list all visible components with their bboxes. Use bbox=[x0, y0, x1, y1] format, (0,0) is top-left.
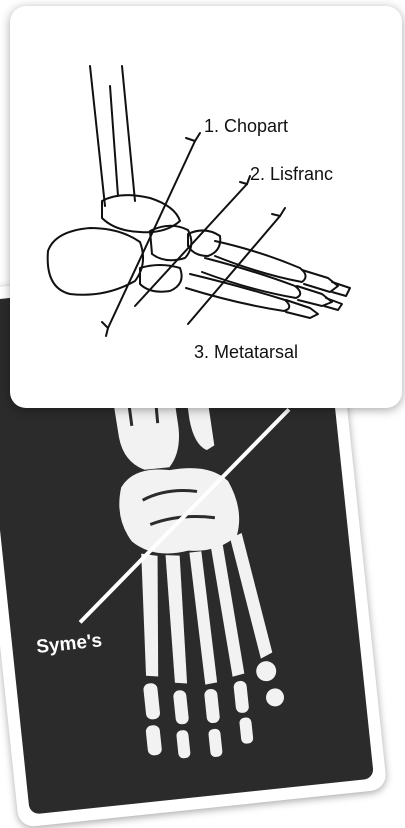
tibia-outline-right bbox=[122, 66, 135, 201]
metatarsal-line bbox=[188, 208, 285, 324]
metatarsal-1 bbox=[133, 552, 170, 678]
metatarsal-3-outline bbox=[186, 274, 289, 311]
chopart-line bbox=[102, 133, 200, 336]
amputation-levels-card: 1. Chopart 2. Lisfranc 3. Metatarsal bbox=[10, 6, 402, 408]
symes-line bbox=[60, 409, 309, 622]
phalanx-3 bbox=[286, 300, 318, 318]
lisfranc-label: 2. Lisfranc bbox=[250, 164, 333, 185]
metatarsal-3 bbox=[189, 551, 217, 685]
fibula-line bbox=[110, 86, 118, 196]
metatarsal-2 bbox=[162, 554, 193, 685]
lisfranc-line bbox=[135, 176, 250, 306]
chopart-label: 1. Chopart bbox=[204, 116, 288, 137]
phalanx-2 bbox=[297, 286, 332, 306]
metatarsal-label: 3. Metatarsal bbox=[194, 342, 298, 363]
tibia-outline-left bbox=[90, 66, 105, 206]
